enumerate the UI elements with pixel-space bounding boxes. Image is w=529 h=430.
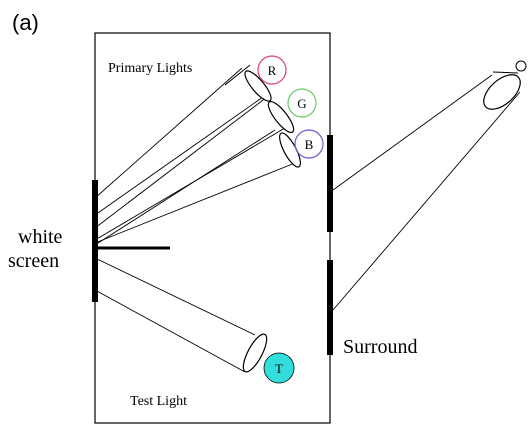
surround-lamp [483, 60, 527, 110]
red-light-letter: R [268, 63, 277, 78]
green-light-marker [287, 88, 317, 118]
primary-lights-label: Primary Lights [108, 61, 192, 76]
blue-light-letter: B [305, 137, 314, 152]
white-screen-label-line1: white [18, 226, 63, 248]
red-light-cone [224, 64, 272, 102]
green-light-cone [267, 100, 295, 134]
blue-light-cone [279, 132, 301, 168]
panel-label: (a) [12, 10, 39, 35]
test-light-label: Test Light [130, 394, 187, 409]
test-light-letter: T [275, 361, 283, 376]
blue-light-marker [294, 129, 324, 159]
red-light-marker [257, 55, 287, 85]
test-light-marker [263, 352, 295, 384]
primary-rays [94, 67, 296, 246]
test-light-beam [94, 257, 268, 373]
surround-label: Surround [343, 336, 417, 358]
white-screen-label-line2: screen [8, 250, 59, 272]
green-light-letter: G [297, 96, 306, 111]
surround-rays [332, 74, 521, 311]
